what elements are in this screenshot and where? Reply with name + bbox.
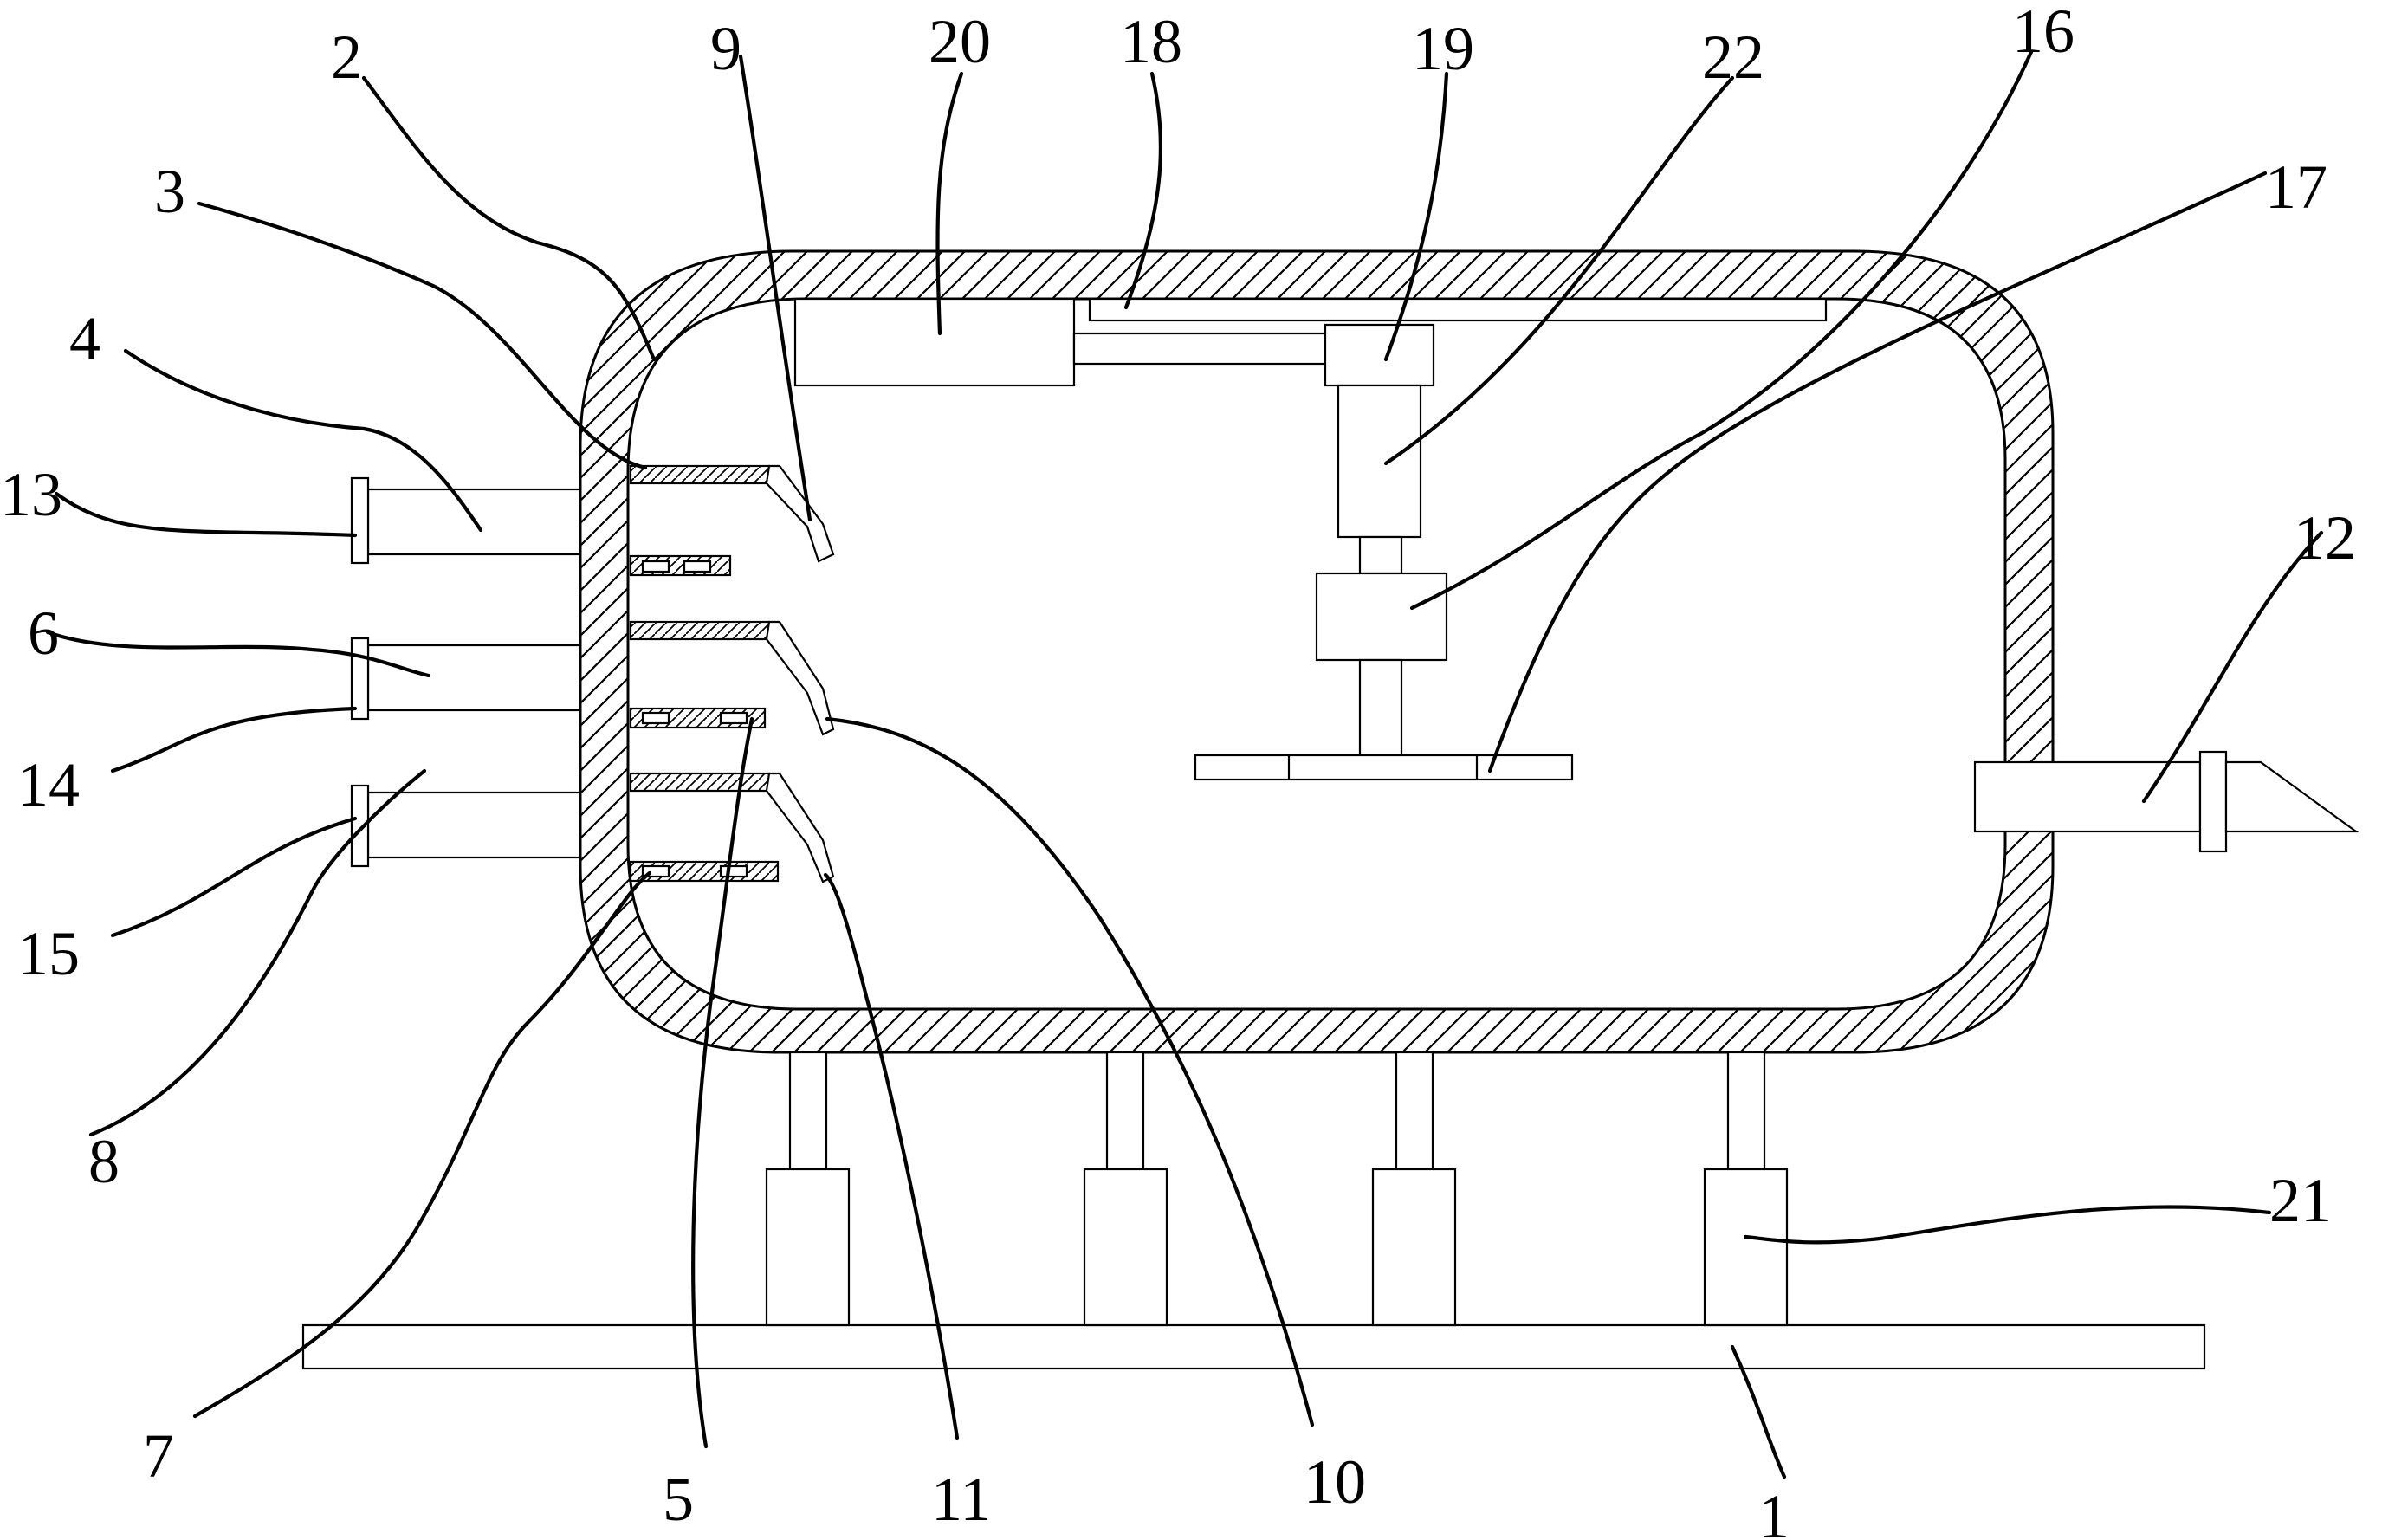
motor-16 <box>1315 572 1448 662</box>
label-2: 2 <box>331 23 362 92</box>
paddle-17 <box>1194 754 1574 781</box>
label-14: 14 <box>17 750 80 819</box>
nozzle-assembly <box>629 464 835 883</box>
label-7: 7 <box>143 1421 174 1491</box>
label-9: 9 <box>710 14 741 83</box>
leader-lines <box>45 49 2324 1479</box>
label-4: 4 <box>69 304 100 373</box>
label-17: 17 <box>2265 152 2327 222</box>
label-18: 18 <box>1120 7 1182 76</box>
cylinder-22 <box>1337 384 1422 539</box>
housing-wall <box>579 249 2055 1054</box>
motor-20 <box>793 297 1076 387</box>
label-5: 5 <box>663 1465 694 1534</box>
label-16: 16 <box>2012 0 2075 66</box>
label-1: 1 <box>1758 1482 1790 1540</box>
drive-assembly <box>793 297 1828 781</box>
inlet-pipes <box>350 476 582 868</box>
base-plate <box>301 1323 2206 1370</box>
label-13: 13 <box>0 460 62 529</box>
label-21: 21 <box>2269 1166 2332 1235</box>
label-8: 8 <box>88 1127 120 1196</box>
label-6: 6 <box>28 599 59 668</box>
label-12: 12 <box>2294 503 2356 573</box>
rail-18 <box>1088 297 1828 322</box>
support-legs <box>765 1051 1789 1327</box>
label-3: 3 <box>154 157 185 226</box>
slider-19 <box>1324 323 1435 387</box>
label-15: 15 <box>17 919 80 988</box>
label-22: 22 <box>1702 23 1764 92</box>
label-20: 20 <box>929 7 991 76</box>
label-19: 19 <box>1412 14 1474 83</box>
label-11: 11 <box>931 1465 991 1534</box>
label-10: 10 <box>1304 1447 1366 1517</box>
